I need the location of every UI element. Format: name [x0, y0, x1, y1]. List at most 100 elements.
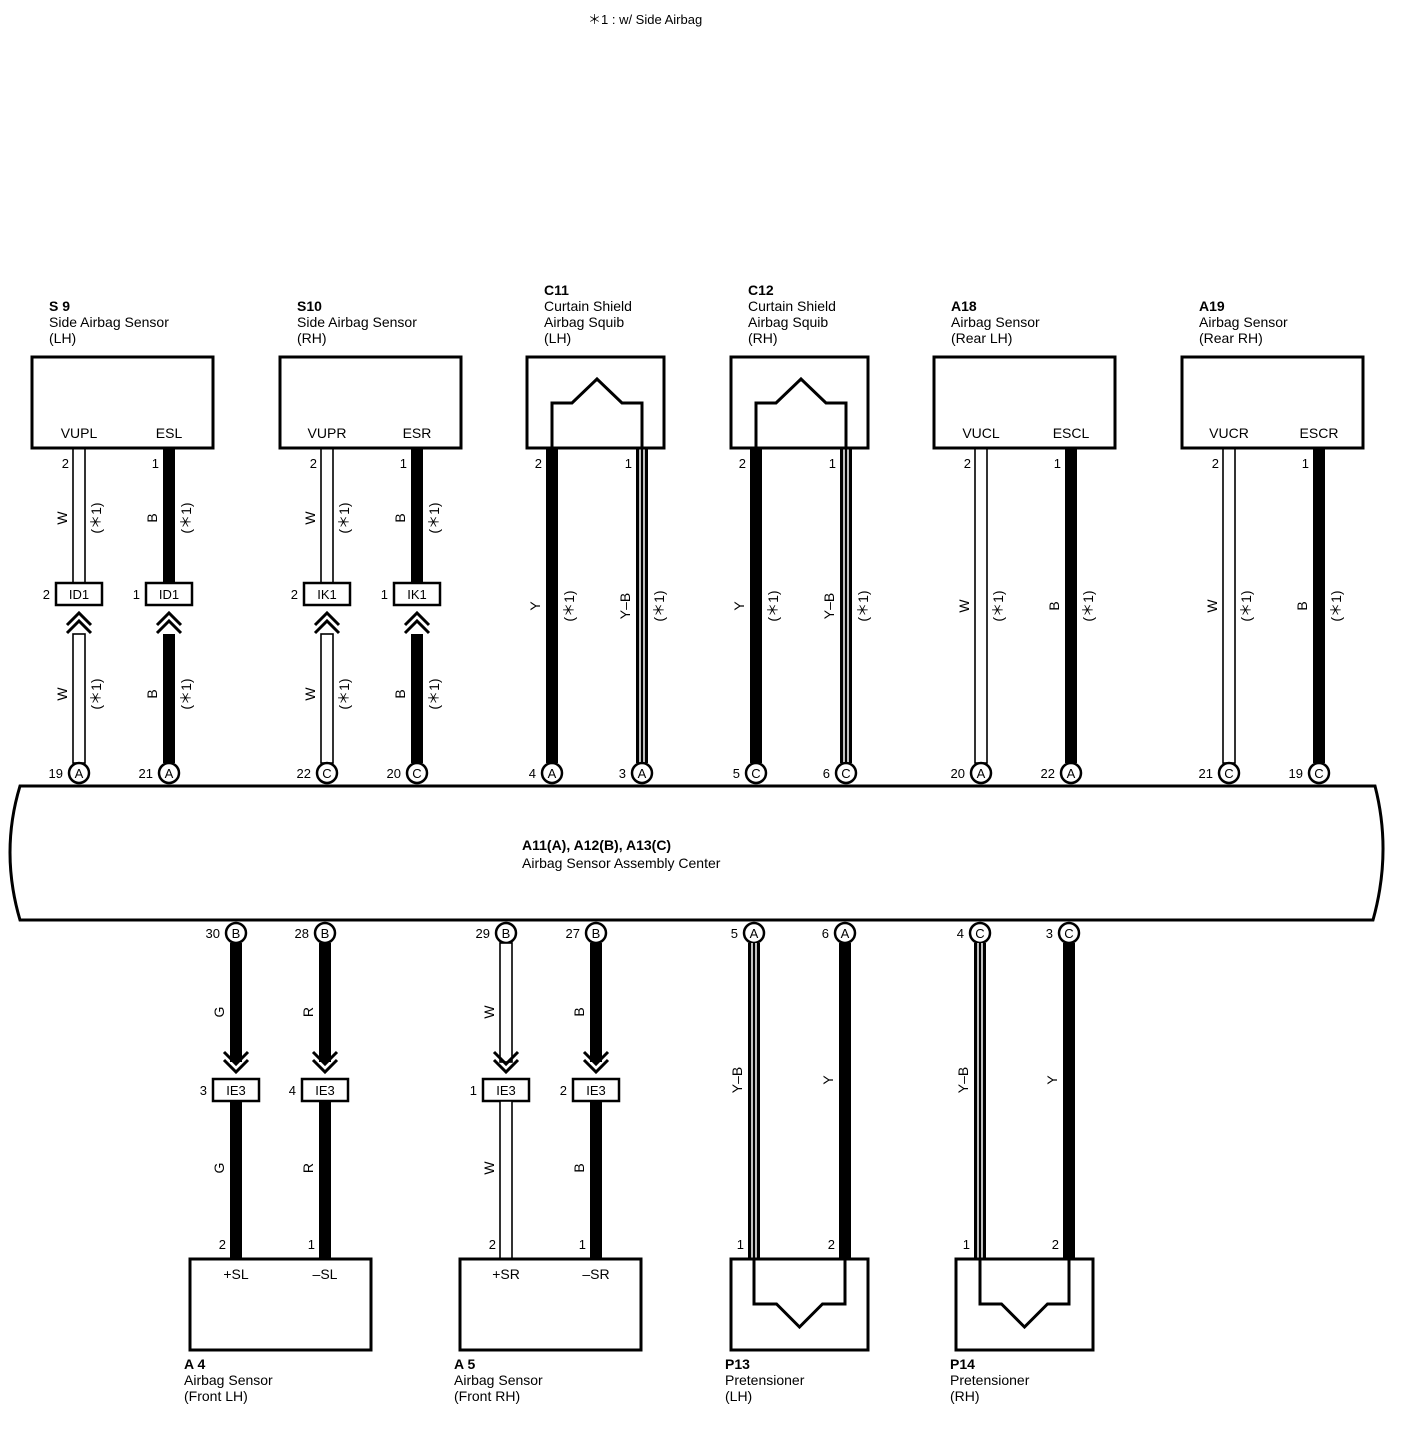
ecu-pin-number: 19: [49, 766, 63, 781]
connector-chevron-icon: [311, 1050, 339, 1067]
wire-c11-2-group: [546, 448, 558, 763]
wire-p14-2-group: [1063, 943, 1075, 1259]
ecu-connector-A: [1059, 761, 1083, 785]
wire-s10-2-upper-note: (＊1): [336, 502, 352, 533]
junction-name: IK1: [407, 587, 427, 602]
center-unit: A11(A), A12(B), A13(C) Airbag Sensor Ass…: [8, 784, 1385, 922]
component-code: A 5: [454, 1356, 475, 1372]
terminal-pin: 1: [737, 1237, 744, 1252]
wire-s10-1-upper-color-label: B: [392, 513, 408, 522]
component-name-line: (Front LH): [184, 1388, 248, 1404]
junction-name: ID1: [69, 587, 89, 602]
terminal-pin: 2: [219, 1237, 226, 1252]
wire-s9-1-lower-color-label: B: [144, 689, 160, 698]
center-unit-body: [8, 784, 1385, 922]
connector-chevron-icon: [492, 1058, 520, 1075]
component-name-line: (RH): [297, 330, 327, 346]
ecu-pin-number: 22: [1041, 766, 1055, 781]
ecu-connector-letter: A: [165, 766, 174, 781]
ecu-connector-letter: C: [975, 926, 984, 941]
terminal-pin: 2: [62, 456, 69, 471]
wire-a5-1-lower-color-label: B: [571, 1163, 587, 1172]
junction-connector: [302, 581, 352, 607]
wire-c11-2-color-label: Y: [527, 601, 543, 611]
ecu-pin-number: 4: [957, 926, 964, 941]
junction-connector: [54, 581, 104, 607]
wire-a19-2: [1222, 447, 1236, 764]
junction-pin: 3: [200, 1083, 207, 1098]
wire-a19-2-note: (＊1): [1238, 590, 1254, 621]
component-name-line: Airbag Sensor: [454, 1372, 543, 1388]
wire-s10-2-lower-note: (＊1): [336, 678, 352, 709]
wire-a18-2-group: [974, 447, 988, 764]
wire-s9-1-upper-color-label: B: [144, 513, 160, 522]
junction-pin: 1: [381, 587, 388, 602]
wire-a18-2-note: (＊1): [990, 590, 1006, 621]
component-name-line: (RH): [748, 330, 778, 346]
component-name-line: Side Airbag Sensor: [297, 314, 417, 330]
wire-a4-1-upper: [319, 943, 331, 1062]
terminal-pin: 1: [1054, 456, 1061, 471]
wire-s9-1-lower-note: (＊1): [178, 678, 194, 709]
ecu-pin-number: 28: [295, 926, 309, 941]
junction-name: IE3: [226, 1083, 246, 1098]
ecu-connector-letter: A: [1067, 766, 1076, 781]
wire-c11-1-color-label: Y–B: [617, 593, 633, 619]
terminal-pin: 1: [152, 456, 159, 471]
ecu-connector-letter: C: [751, 766, 760, 781]
component-name-line: Curtain Shield: [544, 298, 632, 314]
connector-chevron-icon: [155, 610, 183, 627]
connector-chevron-icon: [65, 618, 93, 635]
wire-p14-1: [974, 943, 986, 1259]
terminal-label: –SL: [313, 1266, 338, 1282]
wire-s10-2-upper: [320, 447, 334, 584]
wire-s9-2-upper-group: [72, 447, 86, 584]
ecu-connector-letter: A: [75, 766, 84, 781]
wire-a4-1-lower-color-label: R: [300, 1163, 316, 1173]
wire-a5-1-upper-color-label: B: [571, 1007, 587, 1016]
wire-c11-1: [636, 448, 648, 763]
terminal-label: VUCL: [962, 425, 1000, 441]
ecu-pin-number: 3: [1046, 926, 1053, 941]
ecu-pin-number: 21: [1199, 766, 1213, 781]
wire-a19-1-color-label: B: [1294, 601, 1310, 610]
wire-s10-1-upper-note: (＊1): [426, 502, 442, 533]
component-code: C11: [544, 282, 569, 298]
component-name-line: (Rear RH): [1199, 330, 1263, 346]
wire-a5-2-upper-group: [499, 942, 513, 1063]
component-box: [278, 355, 463, 450]
wire-a4-2-lower: [230, 1101, 242, 1259]
wire-a18-2-color-label: W: [956, 599, 972, 613]
component-name-line: (LH): [725, 1388, 752, 1404]
terminal-pin: 1: [1302, 456, 1309, 471]
wire-a5-1-lower-group: [590, 1101, 602, 1259]
terminal-pin: 2: [964, 456, 971, 471]
connector-chevron-icon: [582, 1050, 610, 1067]
connector-chevron-icon: [311, 1058, 339, 1075]
ecu-connector-letter: B: [502, 926, 511, 941]
ecu-pin-number: 22: [297, 766, 311, 781]
wire-s9-2-upper-note: (＊1): [88, 502, 104, 533]
junction-name: IE3: [496, 1083, 516, 1098]
junction-pin: 2: [560, 1083, 567, 1098]
wires-layer: W(＊1)ID12W(＊1)A19VUPDB(＊1)ID11B(＊1)A21ES…: [43, 447, 1344, 1260]
ecu-connector-A: [67, 761, 91, 785]
component-box: [729, 1257, 870, 1352]
wire-s10-1-lower-color-label: B: [392, 689, 408, 698]
ecu-connector-C: [405, 761, 429, 785]
ecu-connector-letter: C: [1314, 766, 1323, 781]
component-code: A 4: [184, 1356, 205, 1372]
connector-chevron-icon: [65, 610, 93, 627]
connector-chevron-icon: [582, 1058, 610, 1075]
component-code: S10: [297, 298, 322, 314]
wire-a5-1-upper: [590, 943, 602, 1062]
ecu-pin-number: 29: [476, 926, 490, 941]
component-name-line: Curtain Shield: [748, 298, 836, 314]
ecu-connector-letter: A: [548, 766, 557, 781]
